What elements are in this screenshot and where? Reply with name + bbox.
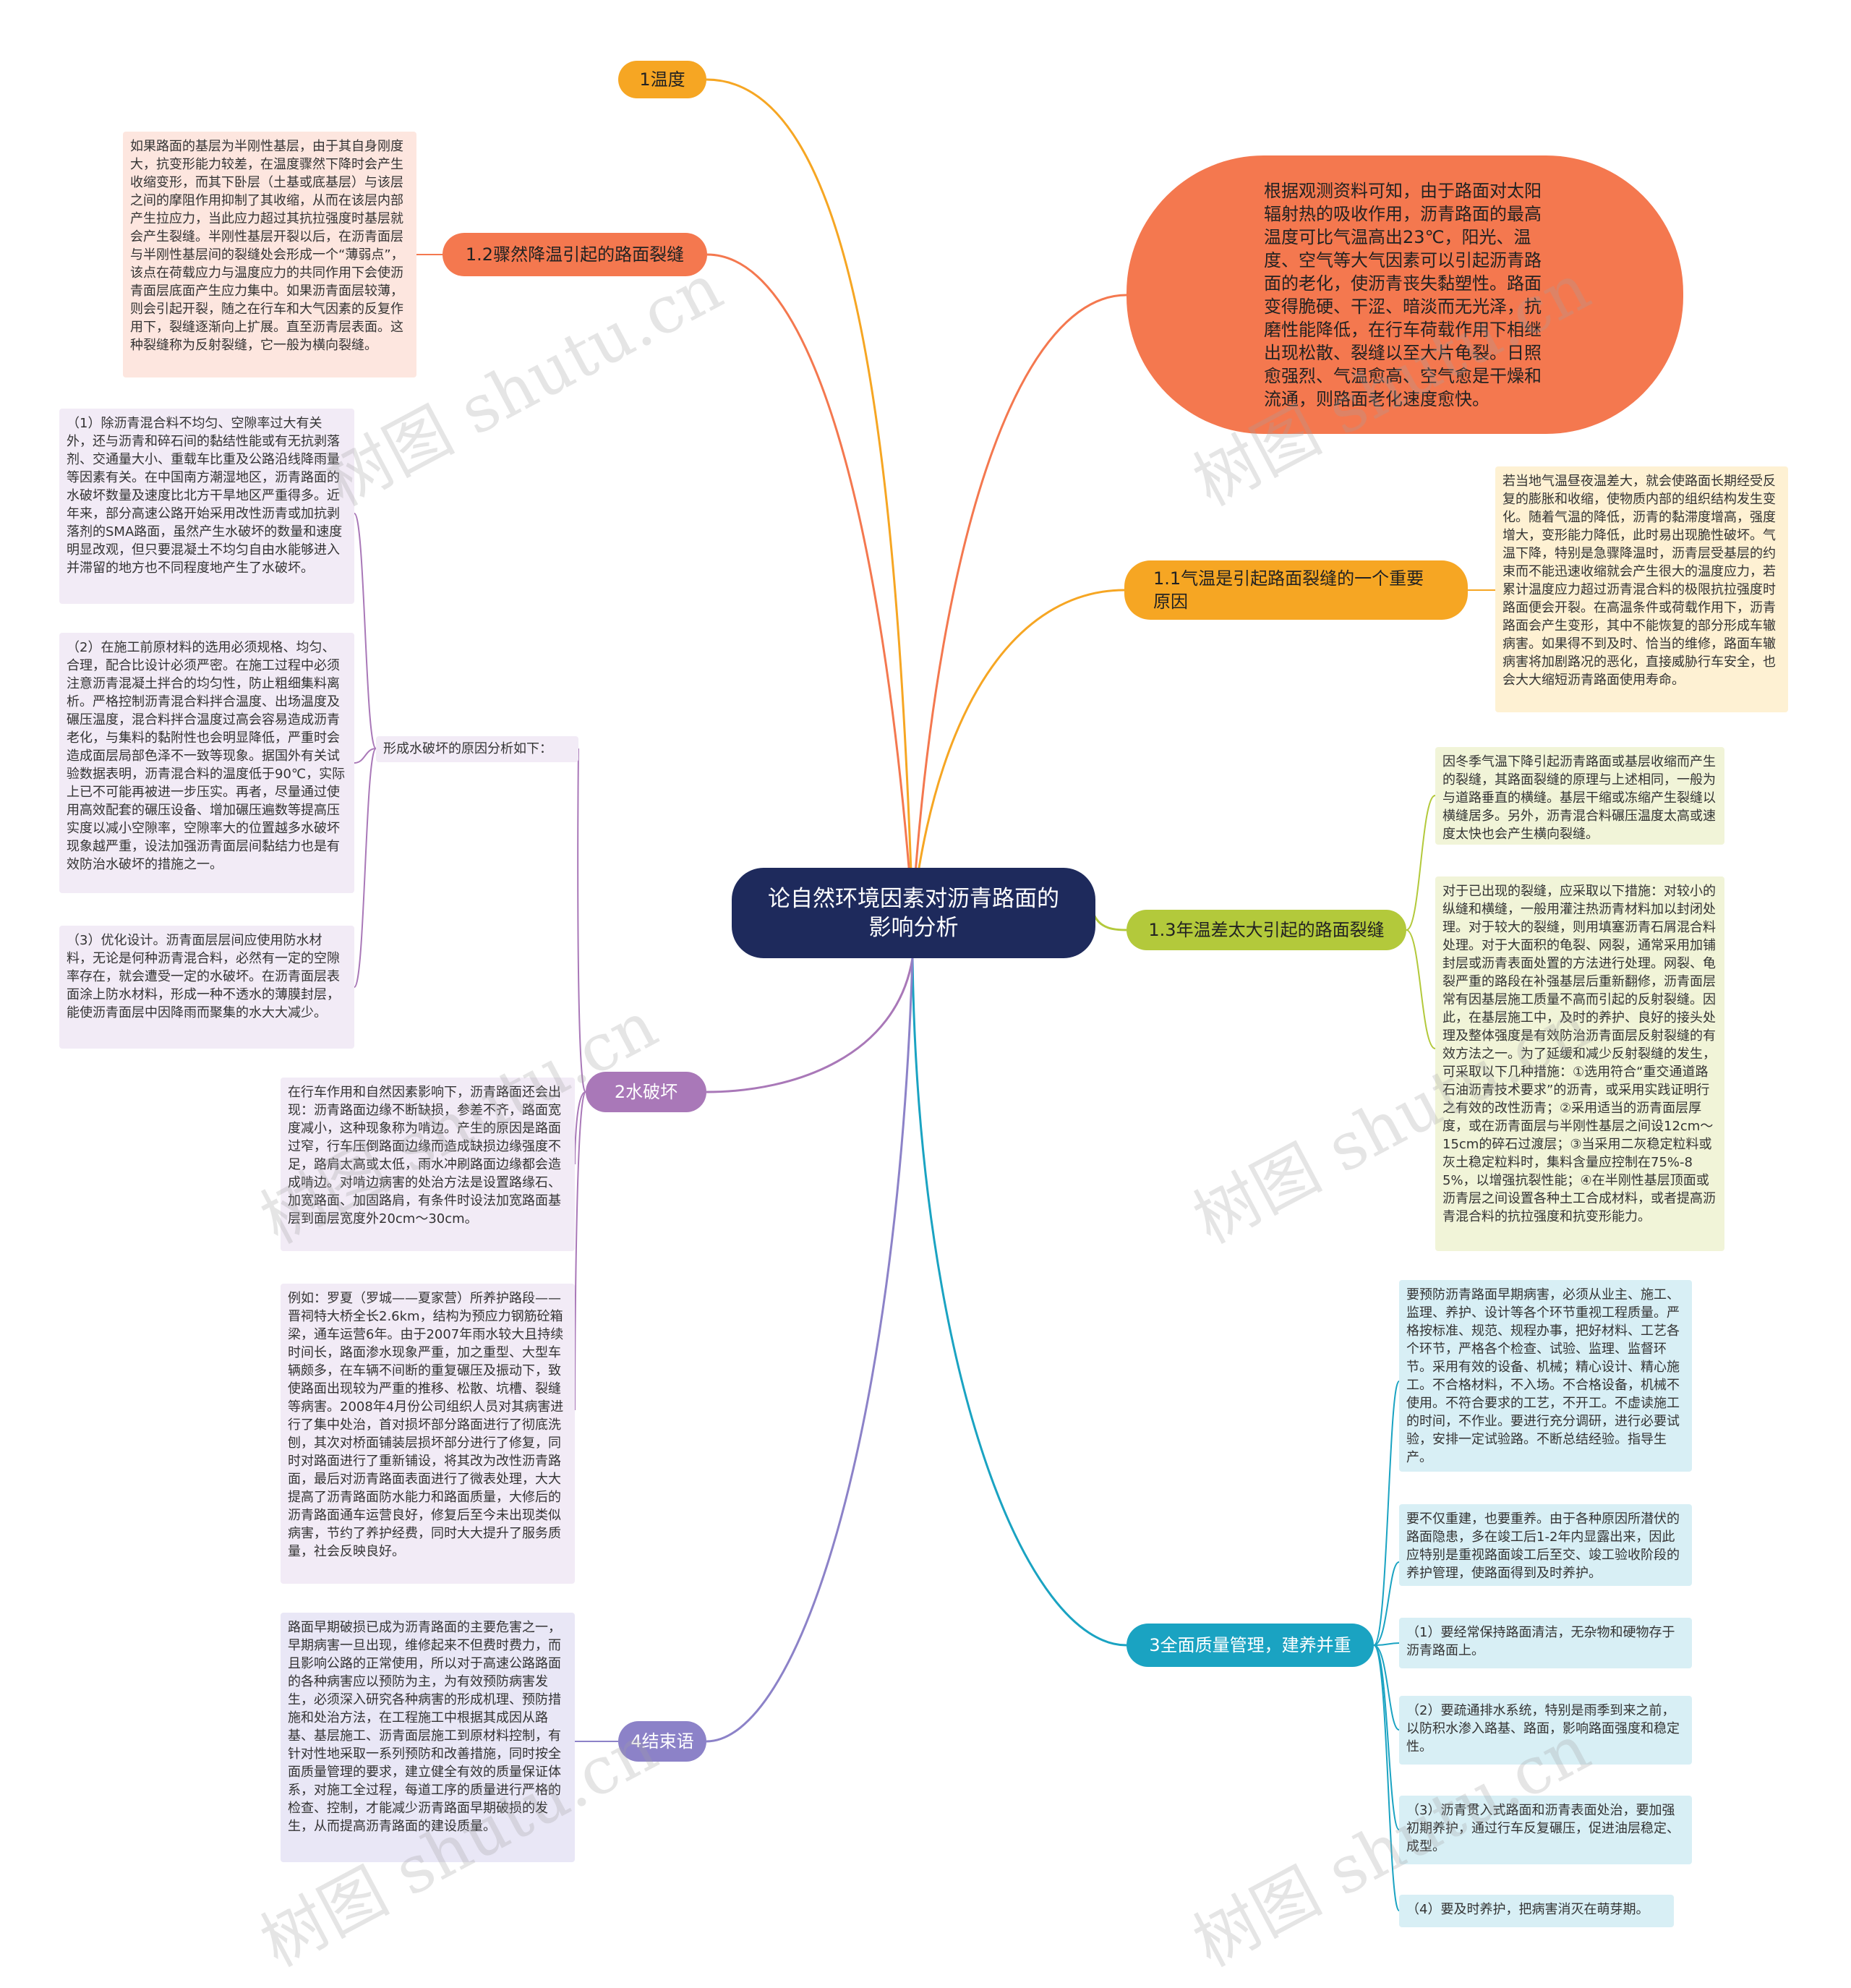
- note-air-temperature: 若当地气温昼夜温差大，就会使路面长期经受反复的膨胀和收缩，使物质内部的组织结构发…: [1495, 466, 1788, 712]
- branch-water-damage[interactable]: 2水破坏: [586, 1072, 706, 1112]
- note-water-cause-2: （2）在施工前原材料的选用必须规格、均匀、合理，配合比设计必须严密。在施工过程中…: [59, 633, 354, 893]
- root-topic[interactable]: 论自然环境因素对沥青路面的影响分析: [732, 868, 1095, 958]
- note-water-cause-3-text: （3）优化设计。沥青面层层间应使用防水材料，无论是何种沥青混合料，必然有一定的空…: [67, 933, 340, 1020]
- note-quality-1: 要预防沥青路面早期病害，必须从业主、施工、监理、养护、设计等各个环节重视工程质量…: [1399, 1280, 1692, 1472]
- note-quality-1-text: 要预防沥青路面早期病害，必须从业主、施工、监理、养护、设计等各个环节重视工程质量…: [1406, 1287, 1680, 1465]
- root-label: 论自然环境因素对沥青路面的影响分析: [768, 885, 1059, 941]
- note-water-cause-3: （3）优化设计。沥青面层层间应使用防水材料，无论是何种沥青混合料，必然有一定的空…: [59, 926, 354, 1049]
- branch-conclusion[interactable]: 4结束语: [618, 1721, 706, 1762]
- note-quality-2: 要不仅重建，也要重养。由于各种原因所潜伏的路面隐患，多在竣工后1-2年内显露出来…: [1399, 1504, 1692, 1586]
- note-edge-damage-text: 在行车作用和自然因素影响下，沥青路面还会出现：沥青路面边缘不断缺损，参差不齐，路…: [288, 1085, 561, 1226]
- branch-sudden-cooling[interactable]: 1.2骤然降温引起的路面裂缝: [443, 233, 707, 276]
- note-sudden-cooling: 如果路面的基层为半刚性基层，由于其自身刚度大，抗变形能力较差，在温度骤然下降时会…: [123, 132, 416, 377]
- branch-quality-management[interactable]: 3全面质量管理，建养并重: [1127, 1624, 1374, 1667]
- note-case-example-text: 例如：罗夏（罗城——夏家营）所养护路段——晋祠特大桥全长2.6km，结构为预应力…: [288, 1291, 564, 1559]
- observation-bubble[interactable]: 根据观测资料可知，由于路面对太阳辐射热的吸收作用，沥青路面的最高温度可比气温高出…: [1127, 155, 1683, 434]
- note-quality-3-text: （1）要经常保持路面清洁，无杂物和硬物存于沥青路面上。: [1406, 1625, 1675, 1658]
- branch-air-temperature-label: 1.1气温是引起路面裂缝的一个重要原因: [1153, 568, 1424, 612]
- note-quality-4-text: （2）要疏通排水系统，特别是雨季到来之前，以防积水渗入路基、路面，影响路面强度和…: [1406, 1703, 1680, 1754]
- branch-temperature-label: 1温度: [639, 69, 685, 90]
- note-edge-damage: 在行车作用和自然因素影响下，沥青路面还会出现：沥青路面边缘不断缺损，参差不齐，路…: [281, 1078, 575, 1251]
- branch-sudden-cooling-label: 1.2骤然降温引起的路面裂缝: [465, 244, 685, 265]
- branch-annual-difference-label: 1.3年温差太大引起的路面裂缝: [1148, 920, 1385, 940]
- note-conclusion: 路面早期破损已成为沥青路面的主要危害之一，早期病害一旦出现，维修起来不但费时费力…: [281, 1613, 575, 1862]
- branch-annual-difference[interactable]: 1.3年温差太大引起的路面裂缝: [1127, 910, 1406, 950]
- note-case-example: 例如：罗夏（罗城——夏家营）所养护路段——晋祠特大桥全长2.6km，结构为预应力…: [281, 1284, 575, 1584]
- note-quality-6-text: （4）要及时养护，把病害消灭在萌芽期。: [1406, 1902, 1649, 1917]
- note-annual-difference-2-text: 对于已出现的裂缝，应采取以下措施：对较小的纵缝和横缝，一般用灌注热沥青材料加以封…: [1442, 884, 1716, 1224]
- note-quality-3: （1）要经常保持路面清洁，无杂物和硬物存于沥青路面上。: [1399, 1618, 1692, 1668]
- note-water-cause-1-text: （1）除沥青混合料不均匀、空隙率过大有关外，还与沥青和碎石间的黏结性能或有无抗剥…: [67, 416, 343, 576]
- note-annual-difference-1: 因冬季气温下降引起沥青路面或基层收缩而产生的裂缝，其路面裂缝的原理与上述相同，一…: [1435, 747, 1724, 845]
- note-water-cause-1: （1）除沥青混合料不均匀、空隙率过大有关外，还与沥青和碎石间的黏结性能或有无抗剥…: [59, 409, 354, 604]
- note-water-cause-2-text: （2）在施工前原材料的选用必须规格、均匀、合理，配合比设计必须严密。在施工过程中…: [67, 640, 346, 872]
- branch-temperature[interactable]: 1温度: [618, 61, 706, 98]
- note-annual-difference-2: 对于已出现的裂缝，应采取以下措施：对较小的纵缝和横缝，一般用灌注热沥青材料加以封…: [1435, 876, 1724, 1251]
- branch-air-temperature[interactable]: 1.1气温是引起路面裂缝的一个重要原因: [1124, 560, 1468, 620]
- note-annual-difference-1-text: 因冬季气温下降引起沥青路面或基层收缩而产生的裂缝，其路面裂缝的原理与上述相同，一…: [1442, 754, 1716, 842]
- sub-water-causes-label: 形成水破坏的原因分析如下：: [383, 741, 552, 756]
- note-sudden-cooling-text: 如果路面的基层为半刚性基层，由于其自身刚度大，抗变形能力较差，在温度骤然下降时会…: [130, 139, 404, 353]
- sub-water-causes[interactable]: 形成水破坏的原因分析如下：: [376, 736, 578, 762]
- note-air-temperature-text: 若当地气温昼夜温差大，就会使路面长期经受反复的膨胀和收缩，使物质内部的组织结构发…: [1502, 474, 1776, 688]
- note-conclusion-text: 路面早期破损已成为沥青路面的主要危害之一，早期病害一旦出现，维修起来不但费时费力…: [288, 1620, 561, 1834]
- note-quality-6: （4）要及时养护，把病害消灭在萌芽期。: [1399, 1895, 1674, 1927]
- branch-quality-management-label: 3全面质量管理，建养并重: [1149, 1635, 1351, 1655]
- note-quality-4: （2）要疏通排水系统，特别是雨季到来之前，以防积水渗入路基、路面，影响路面强度和…: [1399, 1696, 1692, 1765]
- branch-conclusion-label: 4结束语: [630, 1731, 694, 1752]
- note-quality-5: （3）沥青贯入式路面和沥青表面处治，要加强初期养护，通过行车反复碾压，促进油层稳…: [1399, 1796, 1692, 1864]
- observation-text: 根据观测资料可知，由于路面对太阳辐射热的吸收作用，沥青路面的最高温度可比气温高出…: [1264, 180, 1542, 409]
- branch-water-damage-label: 2水破坏: [614, 1082, 678, 1102]
- note-quality-5-text: （3）沥青贯入式路面和沥青表面处治，要加强初期养护，通过行车反复碾压，促进油层稳…: [1406, 1803, 1680, 1854]
- note-quality-2-text: 要不仅重建，也要重养。由于各种原因所潜伏的路面隐患，多在竣工后1-2年内显露出来…: [1406, 1511, 1680, 1581]
